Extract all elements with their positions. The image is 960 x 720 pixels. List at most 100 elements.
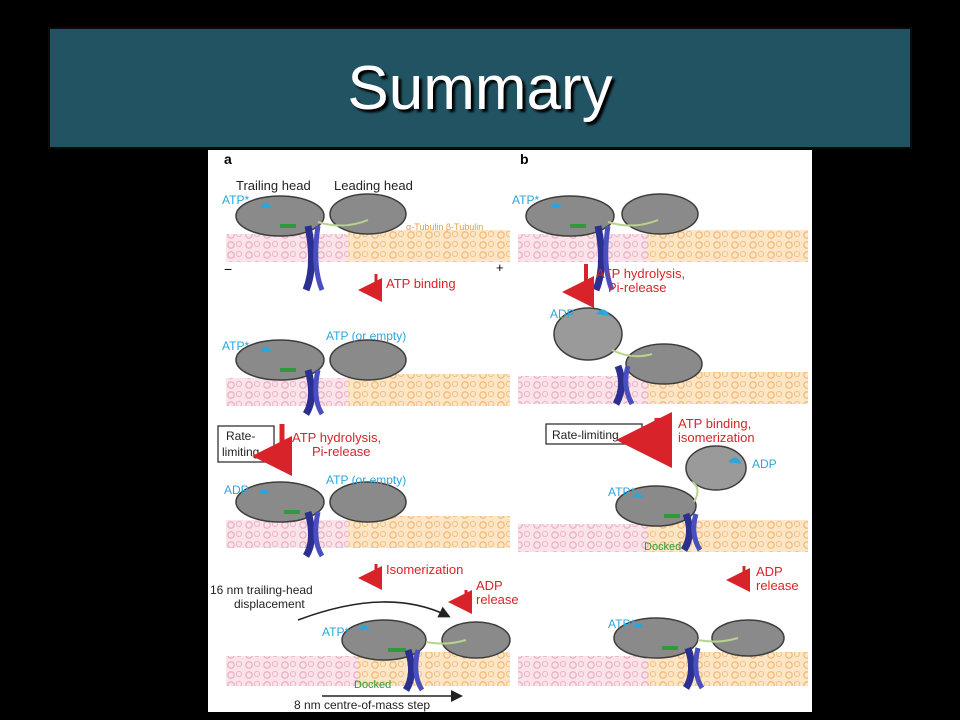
trailing-head-protein: [235, 339, 325, 381]
atp-or-empty-label: ATP (or empty): [326, 473, 406, 487]
adp-site-icon: [258, 489, 270, 494]
rate-limiting-line1: Rate-: [226, 429, 255, 443]
atp-site-icon: [260, 347, 272, 352]
rate-limiting-line2: limiting: [222, 445, 259, 459]
detached-head-protein: [553, 307, 623, 361]
adp-site-icon: [728, 457, 742, 464]
title-bar: Summary: [48, 27, 912, 149]
coiled-coil-helix: [402, 648, 425, 692]
coiled-coil-helix: [592, 225, 615, 292]
atp-site-icon: [632, 623, 644, 628]
trailing-head-protein: [235, 481, 325, 523]
alpha-tubulin-strip: [518, 524, 668, 552]
neck-linker-strand: [611, 349, 653, 358]
bound-head-protein: [625, 343, 703, 385]
step-hydrolysis-line2: Pi-release: [608, 280, 667, 295]
neck-linker-icon: [664, 514, 680, 518]
panel-b-row3: ATP* ADP Docked: [518, 445, 808, 553]
panel-a-row3: ADP ATP (or empty): [224, 473, 510, 558]
beta-tubulin-strip: [648, 652, 808, 686]
panel-a-row4: ATP* Docked: [226, 619, 511, 692]
neck-linker-strand: [697, 637, 739, 643]
minus-end-label: −: [224, 261, 232, 277]
step-hydrolysis-line2: Pi-release: [312, 444, 371, 459]
atp-star-label: ATP*: [608, 617, 635, 631]
step-atp-binding-label: ATP binding: [386, 276, 456, 291]
displacement-arrow: [297, 601, 451, 621]
adp-release-line2: release: [476, 592, 519, 607]
trailing-head-protein: [525, 195, 615, 237]
adp-tethered-label: ADP: [752, 457, 777, 471]
atp-site-icon: [632, 493, 644, 498]
leading-head-protein: [621, 193, 699, 235]
displacement-line2: displacement: [234, 597, 305, 611]
panel-b-row4: ATP*: [518, 617, 808, 690]
alpha-tubulin-strip: [518, 656, 668, 686]
trailing-head-protein: [235, 195, 325, 237]
panel-a-letter: a: [224, 151, 232, 167]
centre-step-label: 8 nm centre-of-mass step: [294, 698, 430, 712]
neck-linker-strand: [317, 219, 369, 227]
beta-tubulin-strip: [648, 520, 808, 552]
leading-head-protein: [711, 619, 785, 657]
kinesin-stepping-figure: a Trailing head Leading head ATP* α-Tubu…: [208, 150, 812, 712]
leading-head-protein: [441, 621, 511, 659]
neck-linker-icon: [280, 368, 296, 372]
atp-site-icon: [260, 203, 272, 208]
panel-b-letter: b: [520, 151, 529, 167]
adp-label: ADP: [550, 307, 575, 321]
panel-b-row1: ATP*: [512, 193, 808, 292]
adp-release-line1: ADP: [476, 578, 503, 593]
beta-tubulin-strip: [648, 230, 808, 262]
leading-head-protein: [329, 193, 407, 235]
step-binding-line2: isomerization: [678, 430, 755, 445]
tethered-head-protein: [685, 445, 747, 491]
panel-a-row1: ATP* α-Tubulin β-Tubulin − +: [222, 193, 510, 292]
atp-star-label: ATP*: [222, 193, 249, 207]
neck-linker-icon: [570, 224, 586, 228]
coiled-coil-helix: [302, 225, 325, 292]
trailing-head-label: Trailing head: [236, 178, 311, 193]
atp-star-label: ATP*: [512, 193, 539, 207]
adp-release-line2: release: [756, 578, 799, 593]
neck-linker-strand: [607, 219, 659, 227]
step-hydrolysis-line1: ATP hydrolysis,: [292, 430, 381, 445]
coiled-coil-helix: [612, 364, 635, 406]
adp-release-line1: ADP: [756, 564, 783, 579]
panel-a-row2: ATP* ATP (or empty): [222, 329, 510, 416]
neck-linker-icon: [662, 646, 678, 650]
kinesin-diagram-svg: a Trailing head Leading head ATP* α-Tubu…: [210, 151, 808, 712]
atp-star-label: ATP*: [322, 625, 349, 639]
coiled-coil-helix: [680, 512, 703, 552]
alpha-tubulin-strip: [518, 234, 668, 262]
coiled-coil-helix: [682, 646, 705, 690]
rate-limiting-label: Rate-limiting: [552, 428, 619, 442]
displacement-line1: 16 nm trailing-head: [210, 583, 313, 597]
slide-title: Summary: [347, 53, 613, 123]
step-hydrolysis-line1: ATP hydrolysis,: [596, 266, 685, 281]
docked-label: Docked: [354, 679, 391, 691]
docked-label: Docked: [644, 541, 681, 553]
tubulin-label: α-Tubulin β-Tubulin: [406, 222, 483, 232]
step-isomerization-label: Isomerization: [386, 562, 463, 577]
adp-label: ADP: [224, 483, 249, 497]
neck-linker-icon: [280, 224, 296, 228]
atp-star-label: ATP*: [222, 339, 249, 353]
step-binding-line1: ATP binding,: [678, 416, 751, 431]
leading-head-label: Leading head: [334, 178, 413, 193]
trailing-head-protein: [341, 619, 427, 661]
leading-head-protein: [329, 339, 407, 381]
atp-site-icon: [550, 203, 562, 208]
neck-linker-strand: [425, 639, 467, 645]
beta-tubulin-strip: [348, 230, 510, 262]
atp-or-empty-label: ATP (or empty): [326, 329, 406, 343]
neck-linker-icon: [388, 648, 406, 652]
coiled-coil-helix: [302, 369, 325, 416]
plus-end-label: +: [496, 260, 504, 275]
panel-b-row2: ADP: [518, 307, 808, 406]
coiled-coil-helix: [302, 511, 325, 558]
atp-star-label: ATP*: [608, 485, 635, 499]
neck-linker-strand: [691, 481, 699, 503]
atp-site-icon: [358, 625, 370, 630]
neck-linker-icon: [284, 510, 300, 514]
